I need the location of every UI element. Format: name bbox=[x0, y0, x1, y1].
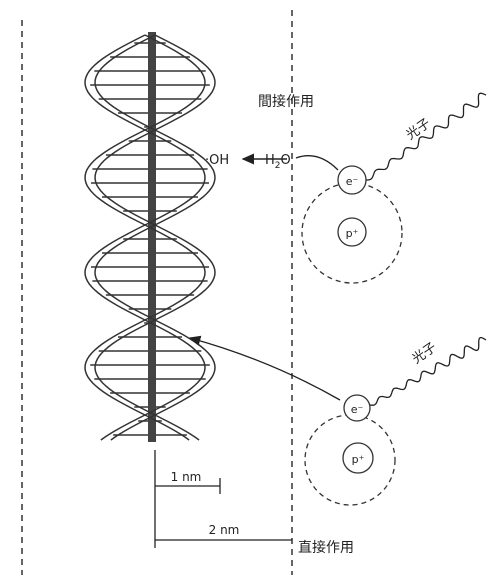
lower-photon-label: 光子 bbox=[410, 340, 440, 367]
dna-double-helix bbox=[85, 32, 215, 442]
water-molecule-label: H2O bbox=[265, 153, 291, 171]
upper-photon-wave bbox=[366, 93, 486, 180]
hydroxyl-radical-label: ·OH bbox=[205, 153, 229, 168]
radical-reaction: ·OH H2O bbox=[205, 153, 338, 171]
lower-atom: e⁻ p⁺ bbox=[305, 395, 395, 505]
scale-2nm-label: 2 nm bbox=[209, 523, 240, 537]
scale-bars: 1 nm 2 nm bbox=[155, 450, 292, 548]
scale-1nm-label: 1 nm bbox=[171, 470, 202, 484]
lower-proton-label: p⁺ bbox=[352, 453, 365, 466]
lower-electron-label: e⁻ bbox=[351, 403, 364, 416]
upper-atom: e⁻ p⁺ bbox=[302, 166, 402, 283]
dna-central-axis bbox=[148, 32, 156, 442]
water-to-electron-line bbox=[296, 156, 338, 170]
water-h: H bbox=[265, 153, 275, 168]
indirect-action-label: 間接作用 bbox=[258, 93, 314, 110]
direct-action-label: 直接作用 bbox=[298, 539, 354, 556]
upper-electron-label: e⁻ bbox=[346, 175, 359, 188]
upper-proton-label: p⁺ bbox=[346, 227, 359, 240]
water-o: O bbox=[281, 153, 291, 168]
direct-action-arrow bbox=[190, 338, 340, 400]
